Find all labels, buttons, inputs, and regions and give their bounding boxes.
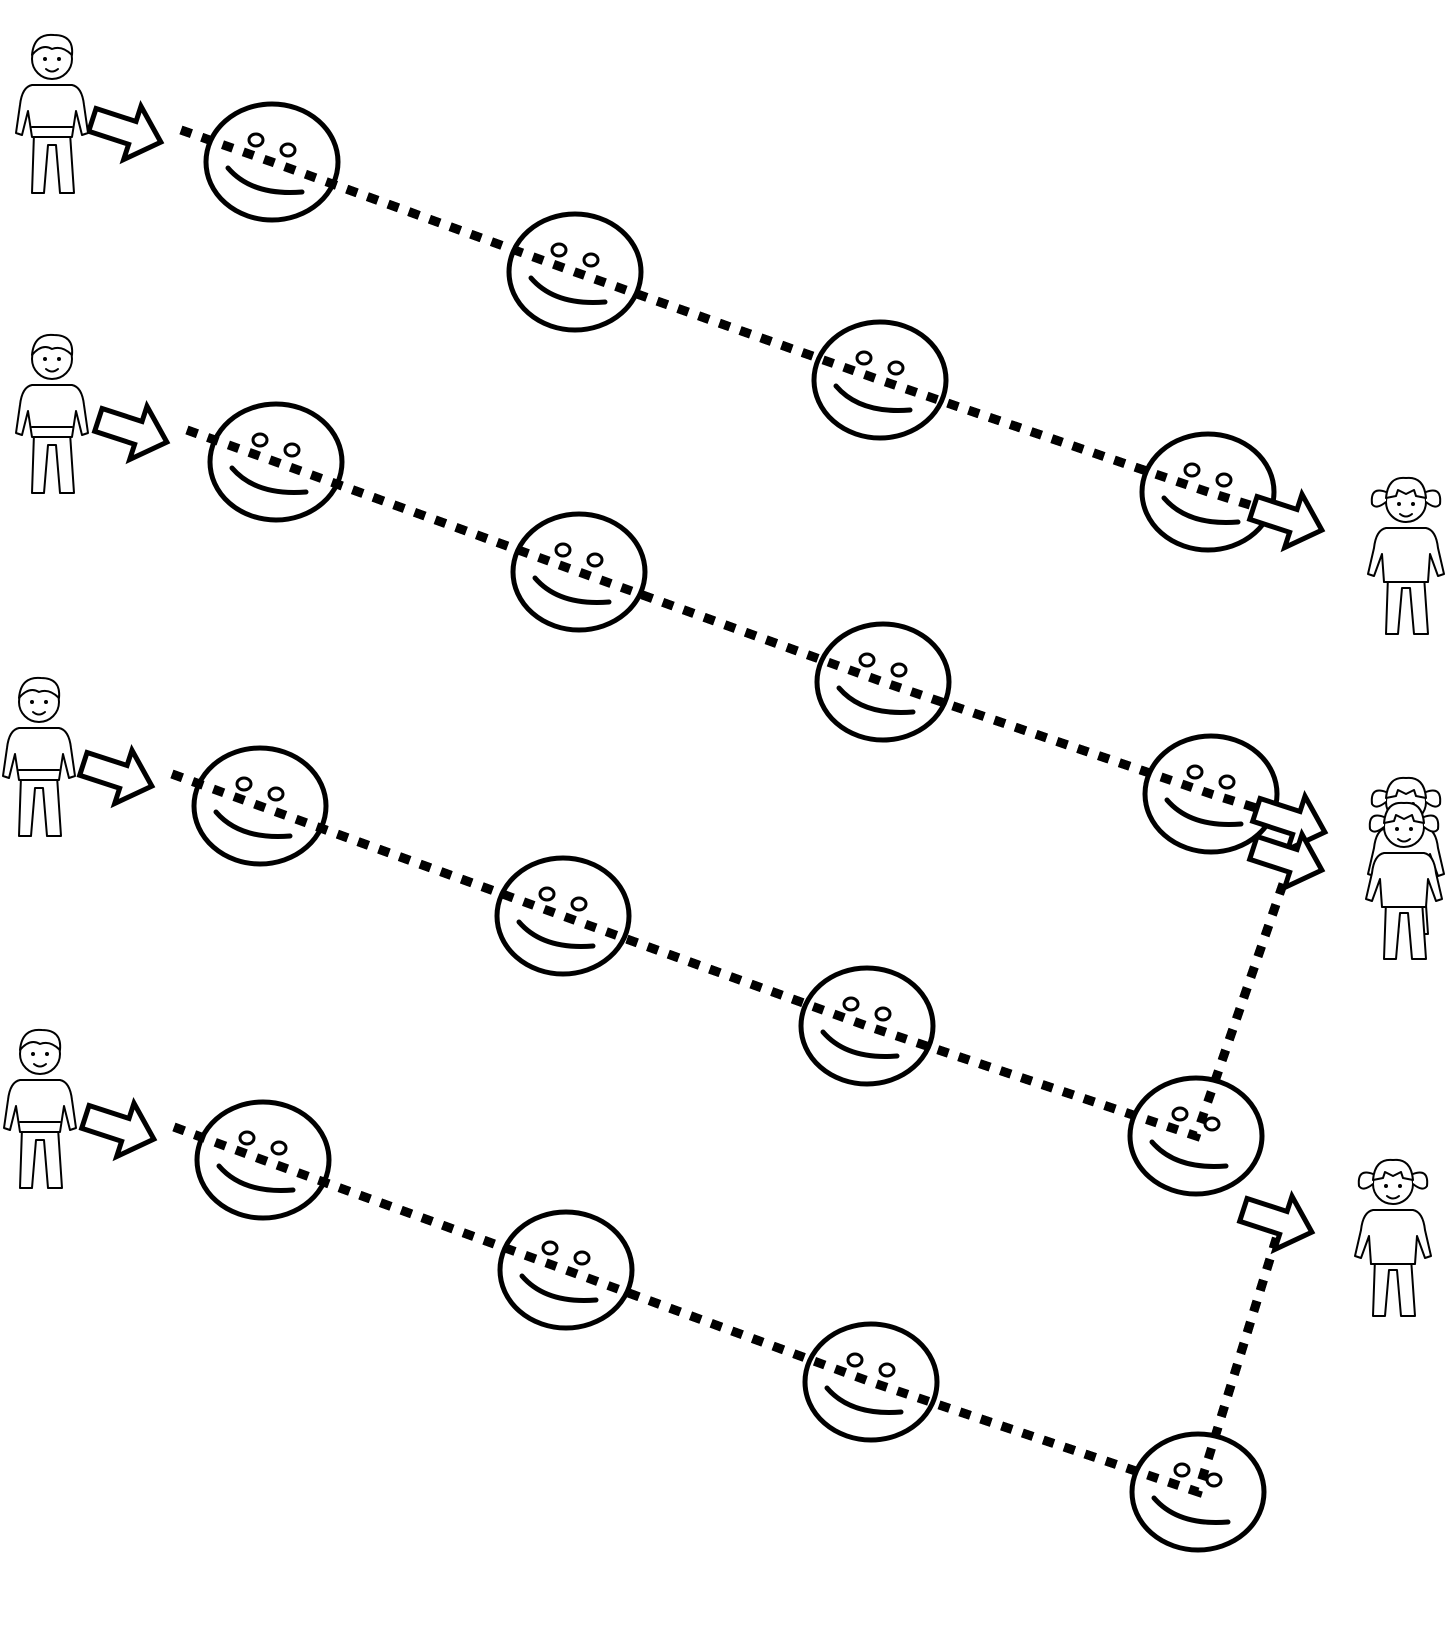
- dotted-trace-line[interactable]: [170, 769, 1297, 1142]
- boy-figure-icon: [15, 333, 89, 494]
- trace-row: [2, 676, 1443, 1197]
- dotted-trace-line[interactable]: [172, 1122, 1287, 1498]
- boy-figure-icon: [15, 33, 89, 194]
- boy-figure-icon: [3, 1028, 77, 1189]
- dotted-trace-overlay: [172, 1122, 1287, 1498]
- dotted-trace-overlay: [170, 769, 1297, 1142]
- outline-arrow-icon: [1246, 828, 1326, 893]
- dotted-trace-overlay: [185, 425, 1297, 825]
- girl-figure-icon: [1365, 801, 1443, 960]
- smiley-face-icon: [510, 511, 648, 633]
- trace-row: [3, 1028, 1432, 1553]
- smiley-face-icon: [798, 965, 936, 1087]
- girl-figure-icon: [1367, 476, 1445, 635]
- dotted-trace-overlay: [179, 125, 1294, 523]
- outline-arrow-icon: [78, 1097, 158, 1162]
- smiley-face-icon: [494, 855, 632, 977]
- outline-arrow-icon: [1236, 1190, 1316, 1255]
- outline-arrow-icon: [1246, 488, 1326, 553]
- trace-row: [15, 33, 1445, 635]
- smiley-face-icon: [811, 319, 949, 441]
- boy-figure-icon: [2, 676, 76, 837]
- girl-figure-icon: [1354, 1158, 1432, 1317]
- outline-arrow-icon: [91, 400, 171, 465]
- smiley-face-icon: [814, 621, 952, 743]
- outline-arrow-icon: [85, 100, 165, 165]
- smiley-face-icon: [802, 1321, 940, 1443]
- outline-arrow-icon: [76, 744, 156, 809]
- smiley-face-icon: [497, 1209, 635, 1331]
- smiley-face-icon: [1127, 1075, 1265, 1197]
